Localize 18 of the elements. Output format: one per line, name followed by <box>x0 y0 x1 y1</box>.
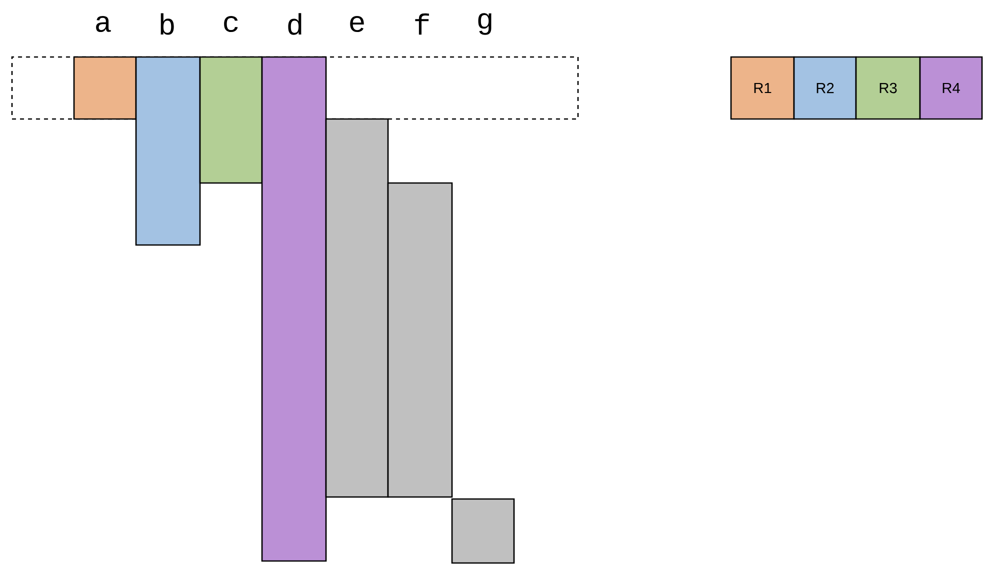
legend-box: R3 <box>855 56 921 120</box>
bar <box>73 56 137 120</box>
column-letter: e <box>350 16 364 32</box>
legend-box: R4 <box>919 56 983 120</box>
column-letter: b <box>160 13 174 35</box>
legend-box: R1 <box>730 56 795 120</box>
column-letter: d <box>288 13 302 35</box>
bar <box>135 56 201 246</box>
bar <box>199 56 263 184</box>
legend-box: R2 <box>793 56 857 120</box>
bar <box>261 56 327 562</box>
column-letter: c <box>224 16 238 32</box>
bar <box>451 498 515 564</box>
column-letter: a <box>96 16 111 32</box>
column-letter: g <box>478 13 492 35</box>
column-letter: f <box>415 13 429 35</box>
bar <box>387 182 453 498</box>
bar <box>325 118 389 498</box>
